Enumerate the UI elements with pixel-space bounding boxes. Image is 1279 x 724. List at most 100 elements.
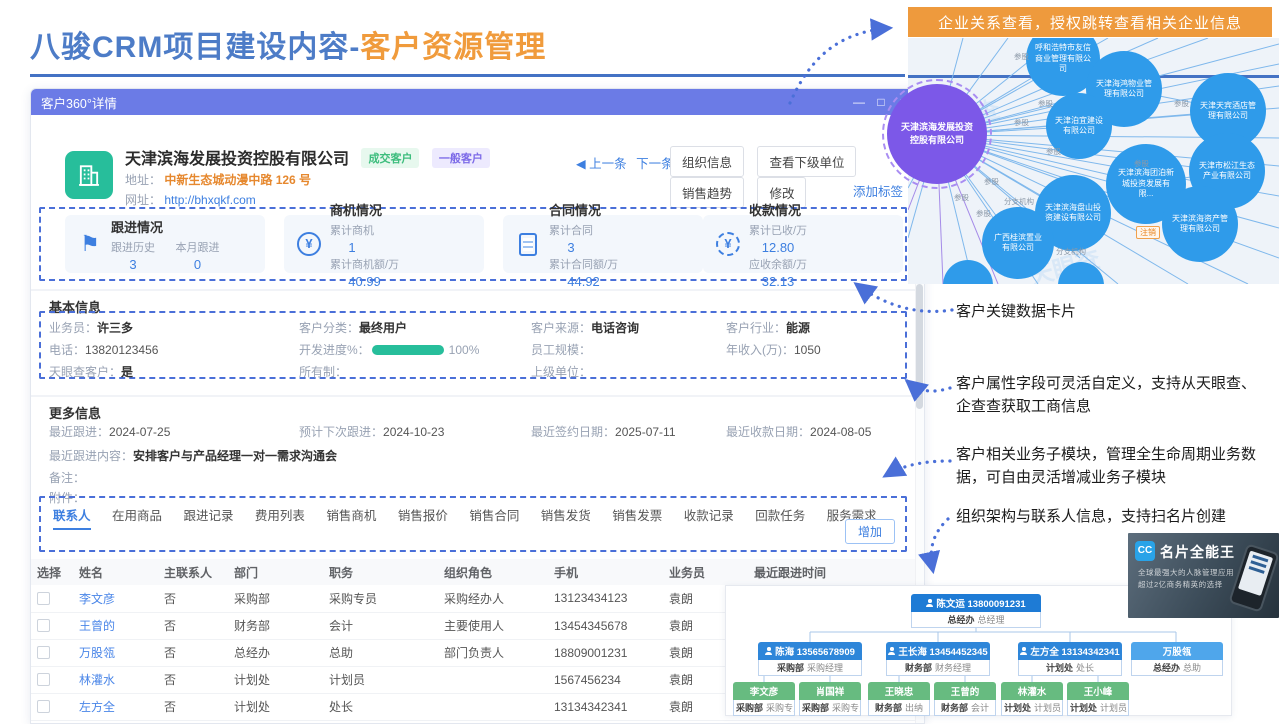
- org-card-staff[interactable]: 王曾的 财务部会计: [934, 682, 996, 716]
- window-titlebar[interactable]: 客户360°详情 — □ ×: [31, 89, 924, 115]
- field: 天眼查客户：是: [49, 365, 134, 379]
- row-checkbox[interactable]: [37, 673, 50, 686]
- edge-label: 参股: [984, 177, 999, 186]
- section-divider: [31, 289, 924, 291]
- org-card-root[interactable]: 陈文运 13800091231 总经办总经理: [911, 594, 1041, 628]
- org-card-staff[interactable]: 王晓忠 财务部出纳: [868, 682, 930, 716]
- org-card-manager[interactable]: 万股瓴 总经办总助: [1131, 642, 1223, 676]
- metric-label: 跟进历史: [111, 241, 155, 254]
- module-tabs: 联系人 在用商品 跟进记录 费用列表 销售商机 销售报价 销售合同 销售发货 销…: [53, 505, 893, 530]
- tab-quotes[interactable]: 销售报价: [397, 509, 448, 523]
- add-tag-link[interactable]: 添加标签: [853, 185, 904, 199]
- tab-products-in-use[interactable]: 在用商品: [111, 509, 162, 523]
- edge-label: 参股: [976, 209, 991, 218]
- row-checkbox[interactable]: [37, 619, 50, 632]
- basic-info-grid: 业务员：许三多 客户分类：最终用户 客户来源：电话咨询 客户行业：能源 电话：1…: [49, 317, 899, 383]
- org-info-button[interactable]: 组织信息: [670, 146, 745, 177]
- row-checkbox[interactable]: [37, 646, 50, 659]
- contact-name-link[interactable]: 左方全: [79, 700, 116, 714]
- flag-icon: ⚑: [80, 231, 100, 256]
- tab-followup-records[interactable]: 跟进记录: [183, 509, 234, 523]
- payment-icon: ¥: [713, 232, 743, 256]
- field: 预计下次跟进：2024-10-23: [299, 425, 445, 439]
- edge-label: 参股: [1046, 147, 1061, 156]
- phone-image: [1228, 543, 1279, 613]
- metric-value: 12.80: [761, 239, 795, 255]
- maximize-icon[interactable]: □: [877, 95, 885, 109]
- minimize-icon[interactable]: —: [853, 95, 865, 109]
- metric-value: 44.92: [567, 273, 600, 289]
- tab-contacts[interactable]: 联系人: [53, 505, 91, 530]
- more-info-title: 更多信息: [49, 406, 102, 421]
- metric-label: 本月跟进: [175, 241, 220, 254]
- page-title-main: 八骏CRM项目建设内容-: [30, 31, 361, 64]
- person-icon: [926, 599, 934, 607]
- col-name: 姓名: [73, 559, 158, 585]
- address-value: 中新生态城动漫中路 126 号: [164, 173, 312, 187]
- field: 电话：13820123456: [49, 343, 159, 357]
- remark-field: 备注：: [49, 471, 86, 485]
- company-node[interactable]: 广西桂滨置业有限公司: [982, 207, 1054, 279]
- company-node[interactable]: [943, 260, 993, 284]
- add-contact-button[interactable]: 增加: [844, 519, 895, 544]
- camcard-title: 名片全能王: [1160, 544, 1235, 560]
- metric-value: 40.99: [348, 273, 381, 289]
- progress-bar: [371, 344, 444, 355]
- row-checkbox[interactable]: [37, 700, 50, 713]
- person-icon: [888, 647, 896, 655]
- address-label: 地址：: [125, 173, 162, 187]
- window-scrollbar-thumb[interactable]: [916, 284, 923, 409]
- edge-label: 参股: [1038, 99, 1053, 108]
- website-label: 网址：: [125, 193, 162, 207]
- edge-label: 参股: [1014, 118, 1029, 127]
- field: 客户来源：电话咨询: [531, 321, 640, 335]
- progress-field: 开发进度%：100%: [299, 343, 480, 357]
- company-node[interactable]: 天津滨海资产管理有限公司: [1162, 186, 1238, 262]
- col-owner: 业务员: [663, 559, 748, 585]
- company-actions: 组织信息 查看下级单位 销售趋势 修改: [661, 146, 924, 208]
- tab-shipments[interactable]: 销售发货: [540, 509, 591, 523]
- view-sub-units-button[interactable]: 查看下级单位: [757, 146, 857, 177]
- tab-payment-records[interactable]: 收款记录: [683, 509, 734, 523]
- org-card-manager[interactable]: 左方全 13134342341 计划处处长: [1018, 642, 1122, 676]
- org-card-staff[interactable]: 林灌水 计划处计划员: [1001, 682, 1063, 716]
- contact-name-link[interactable]: 林灌水: [79, 673, 116, 687]
- metric-value: 32.13: [761, 273, 795, 289]
- tab-expense-list[interactable]: 费用列表: [254, 509, 305, 523]
- customer-level-badge: 一般客户: [431, 148, 490, 168]
- prev-record-button[interactable]: ◀ 上一条: [576, 157, 627, 171]
- contact-name-link[interactable]: 李文彦: [79, 591, 116, 606]
- tab-opportunities[interactable]: 销售商机: [326, 509, 377, 523]
- row-checkbox[interactable]: [37, 591, 50, 605]
- website-link[interactable]: http://bhxqkf.com: [164, 193, 256, 207]
- org-card-manager[interactable]: 王长海 13454452345 财务部财务经理: [886, 642, 990, 676]
- org-card-manager[interactable]: 陈海 13565678909 采购部采购经理: [758, 642, 862, 676]
- field: 客户行业：能源: [726, 321, 811, 335]
- title-divider: [30, 74, 905, 77]
- tab-contracts[interactable]: 销售合同: [469, 509, 520, 523]
- field: 员工规模：: [531, 343, 592, 357]
- contact-name-link[interactable]: 万股瓴: [79, 646, 116, 660]
- edit-button[interactable]: 修改: [757, 177, 807, 208]
- focal-company-node[interactable]: 天津滨海发展投资控股有限公司: [882, 79, 992, 189]
- page-title: 八骏CRM项目建设内容-客户资源管理: [30, 22, 546, 66]
- field: 最近收款日期：2024-08-05: [726, 425, 872, 439]
- camcard-subtitle: 超过2亿商务精英的选择: [1138, 580, 1223, 589]
- company-website-row: 网址： http://bhxqkf.com: [125, 191, 256, 208]
- org-card-staff[interactable]: 王小峰 计划处计划员: [1067, 682, 1129, 716]
- edge-label: 参股: [1174, 99, 1189, 108]
- tab-invoices[interactable]: 销售发票: [612, 509, 663, 523]
- col-select: 选择: [31, 559, 73, 585]
- stat-card-title: 跟进情况: [111, 219, 164, 235]
- tab-collection-tasks[interactable]: 回款任务: [755, 509, 806, 523]
- contact-name-link[interactable]: 王曾的: [79, 619, 116, 633]
- metric-label: 累计已收/万: [749, 224, 808, 237]
- stat-card-title: 商机情况: [330, 202, 383, 218]
